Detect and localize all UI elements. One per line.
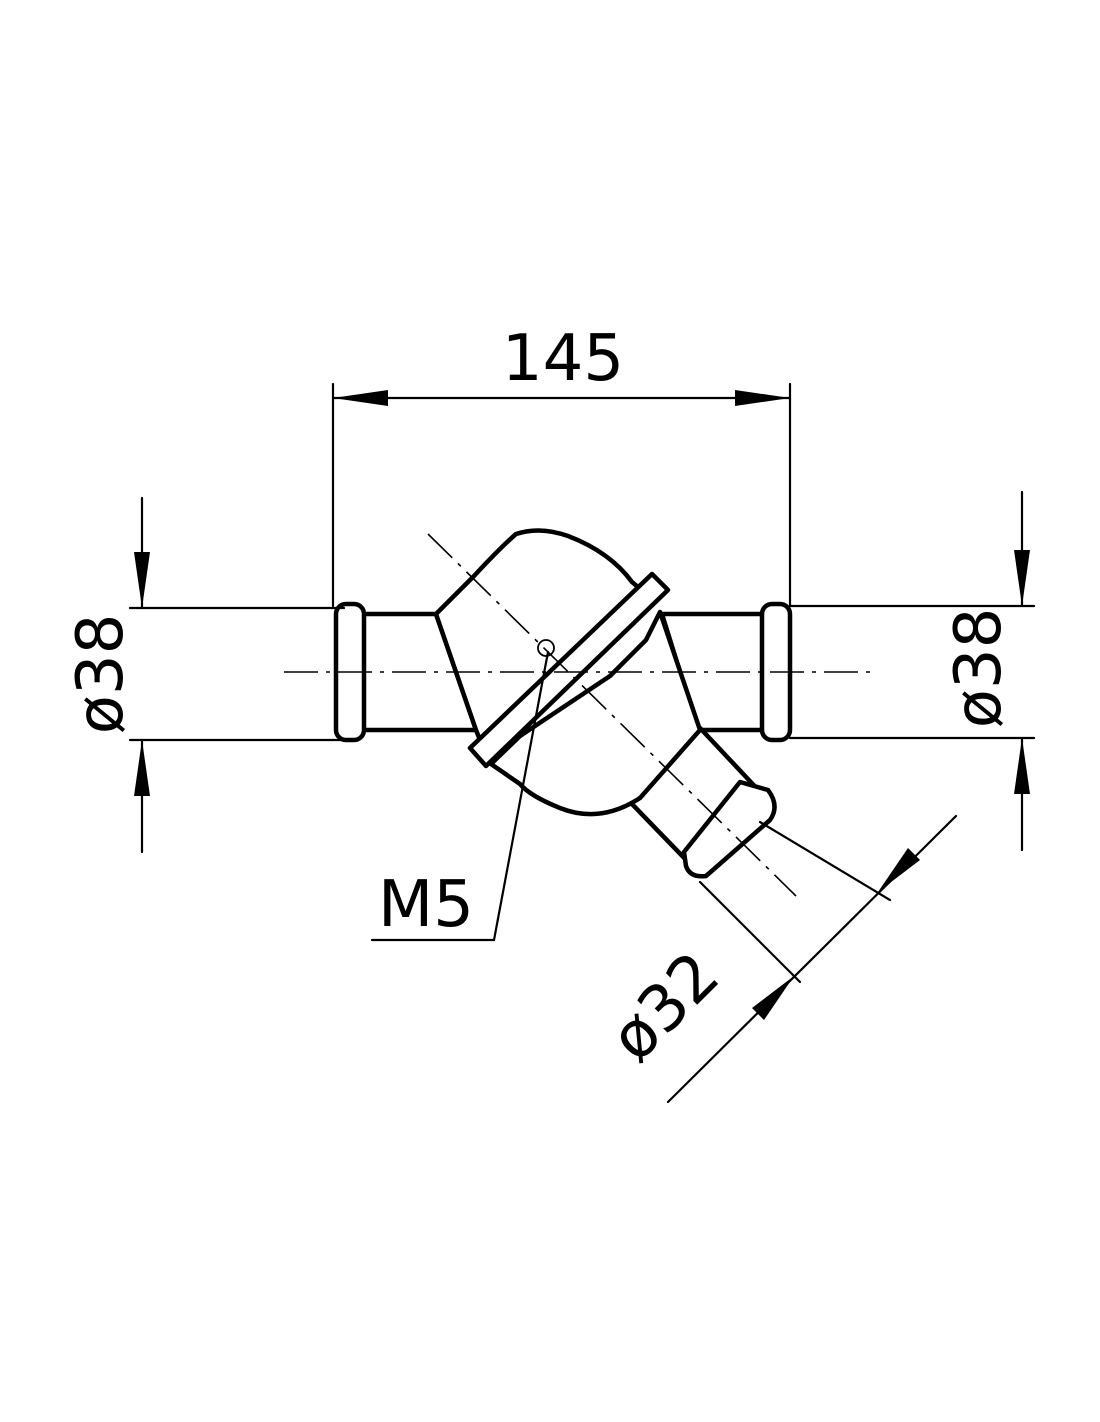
arrow-branch-lower	[752, 976, 794, 1020]
thermostat-housing	[333, 528, 793, 879]
arrow-right-top	[1014, 550, 1030, 606]
dimension-label-left-diameter: ø38	[64, 614, 138, 735]
dimension-length: 145	[331, 322, 792, 608]
arrow-left	[333, 390, 388, 406]
thread-label-m5: M5	[378, 868, 474, 942]
dimension-branch-diameter: ø32	[596, 814, 958, 1104]
extension-line-branch-lower	[698, 880, 802, 984]
diagonal-axis	[427, 533, 797, 897]
housing-lower	[488, 609, 703, 817]
leader-thread: M5	[370, 650, 550, 942]
extension-line-branch-upper	[758, 820, 892, 902]
arrow-branch-upper	[878, 848, 920, 892]
branch-pipe-bead	[681, 779, 777, 879]
dimension-right-diameter: ø38	[788, 490, 1036, 852]
dimension-label-right-diameter: ø38	[942, 608, 1016, 729]
dimension-label-145: 145	[502, 322, 624, 396]
arrow-right-bottom	[1014, 738, 1030, 794]
center-lines	[284, 533, 870, 897]
arrow-left-top	[134, 552, 150, 608]
dimension-label-branch-diameter: ø32	[596, 938, 734, 1076]
flange-plate	[467, 571, 671, 769]
leader-line-m5	[492, 650, 550, 942]
m5-boss	[537, 639, 555, 657]
arrow-right	[735, 390, 790, 406]
arrow-left-bottom	[134, 740, 150, 796]
housing-upper	[433, 528, 647, 753]
dimension-left-diameter: ø38	[64, 496, 346, 854]
